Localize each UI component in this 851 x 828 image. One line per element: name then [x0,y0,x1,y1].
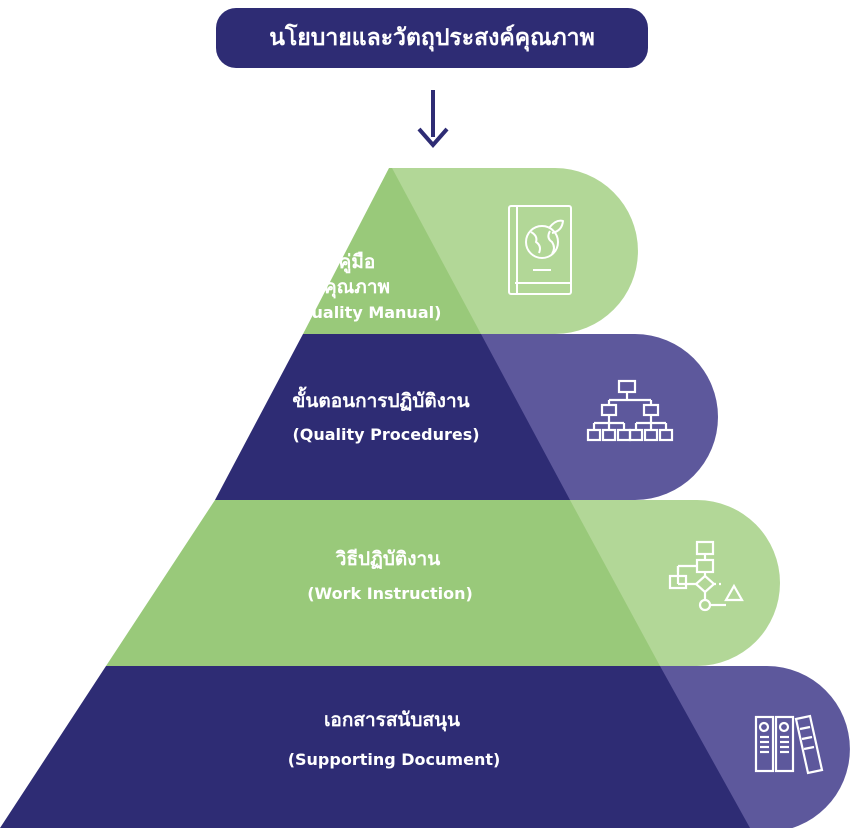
quality-procedures-label-th: ขั้นตอนการปฏิบัติงาน [292,386,469,412]
binders-icon [754,714,824,775]
work-instruction-label-th: วิธีปฏิบัติงาน [335,548,440,570]
work-instruction-label-en: (Work Instruction) [307,584,473,603]
quality-manual-label-en: (Quality Manual) [291,303,442,322]
quality-manual-label-th-line1: คู่มือ [339,251,376,274]
flowchart-icon [668,540,744,612]
book-globe-icon [508,205,572,295]
policy-banner-title: นโยบายและวัตถุประสงค์คุณภาพ [269,25,595,51]
quality-manual-label-th-line2: คุณภาพ [324,276,390,299]
down-arrow-icon [417,90,449,149]
policy-banner: นโยบายและวัตถุประสงค์คุณภาพ [216,8,648,68]
supporting-document-label-en: (Supporting Document) [288,750,501,769]
supporting-document-label-th: เอกสารสนับสนุน [324,709,460,732]
level-work-instruction [106,500,660,666]
level-quality-procedures [215,334,570,500]
level-quality-manual [303,168,481,334]
org-chart-icon [586,379,674,442]
quality-procedures-label-en: (Quality Procedures) [292,425,479,444]
level-supporting-document [0,666,750,828]
